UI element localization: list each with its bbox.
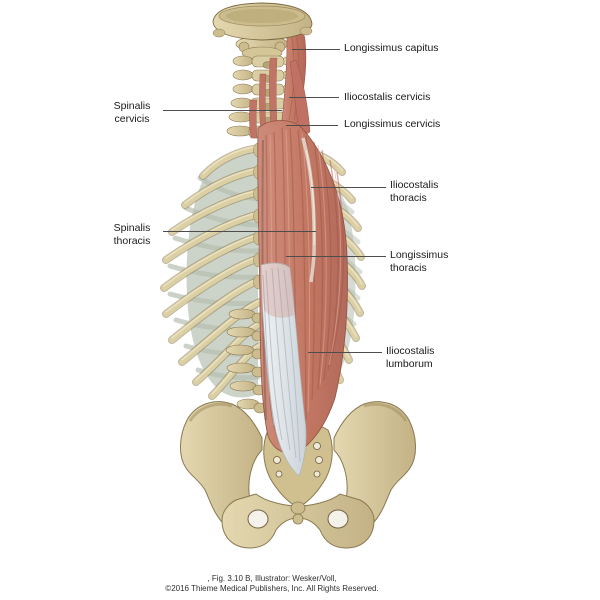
- label-longissimus-thoracis: Longissimus thoracis: [390, 249, 449, 274]
- caption-line-1: , Fig. 3.10 B, Illustrator: Wesker/Voll,: [207, 574, 337, 583]
- leader-longissimus-thoracis: [286, 256, 386, 257]
- leader-longissimus-cervicis: [286, 125, 338, 126]
- figure-caption: , Fig. 3.10 B, Illustrator: Wesker/Voll,…: [72, 574, 472, 594]
- leader-iliocostalis-lumborum: [308, 352, 382, 353]
- leader-iliocostalis-thoracis: [311, 187, 386, 188]
- label-longissimus-cervicis: Longissimus cervicis: [344, 118, 441, 130]
- longissimus-capitis-muscle: [280, 21, 311, 139]
- ischium-pubis: [221, 493, 375, 549]
- leader-spinalis-thoracis: [163, 231, 316, 232]
- caption-line-2: ©2016 Thieme Medical Publishers, Inc. Al…: [165, 584, 379, 593]
- leader-longissimus-capitus: [292, 49, 340, 50]
- label-longissimus-capitus: Longissimus capitus: [344, 42, 439, 54]
- coccyx: [290, 501, 306, 515]
- label-iliocostalis-thoracis: Iliocostalis thoracis: [390, 179, 439, 204]
- erector-spinae-aponeurosis: [260, 262, 307, 477]
- label-spinalis-cervicis: Spinalis cervicis: [113, 100, 151, 125]
- label-iliocostalis-lumborum: Iliocostalis lumborum: [386, 345, 435, 370]
- label-iliocostalis-cervicis: Iliocostalis cervicis: [344, 91, 431, 103]
- skull-base: [212, 2, 313, 41]
- leader-spinalis-cervicis: [163, 110, 282, 111]
- leader-iliocostalis-cervicis: [289, 97, 339, 98]
- label-spinalis-thoracis: Spinalis thoracis: [113, 222, 151, 247]
- ribs-left: [160, 144, 264, 400]
- lumbar-vertebrae: [225, 308, 267, 414]
